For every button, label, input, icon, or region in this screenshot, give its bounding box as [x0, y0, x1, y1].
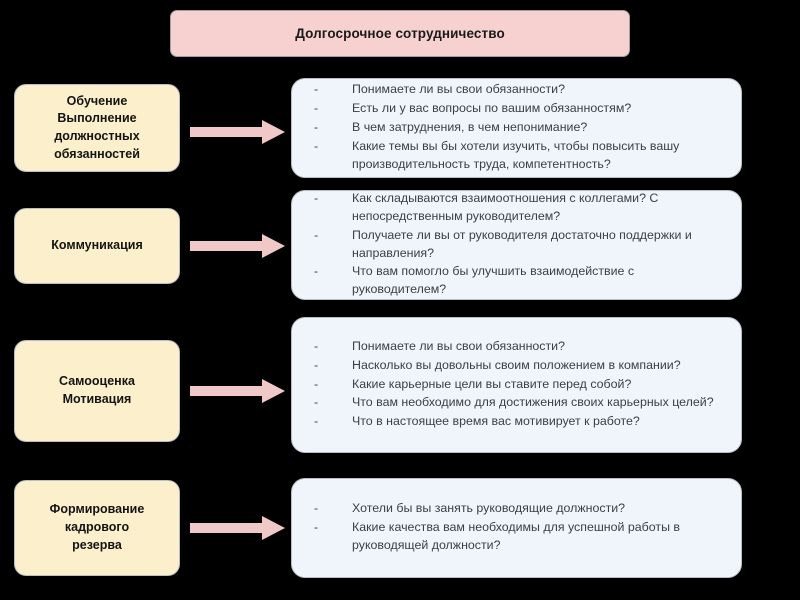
- arrow-icon-2: [190, 233, 286, 259]
- question-list-2: - Как складываются взаимоотношения с кол…: [314, 190, 725, 300]
- arrow-icon-4: [190, 515, 286, 541]
- question-list-3: - Понимаете ли вы свои обязанности? - На…: [314, 338, 725, 432]
- question-text: Насколько вы довольны своим положением в…: [352, 357, 681, 372]
- category-label-4: Формирование кадрового резерва: [49, 502, 145, 552]
- bullet-marker: -: [314, 414, 319, 429]
- content-box-1: - Понимаете ли вы свои обязанности? - Ес…: [291, 78, 742, 178]
- category-box-4: Формирование кадрового резерва: [14, 480, 180, 576]
- content-box-2: - Как складываются взаимоотношения с кол…: [291, 190, 742, 300]
- question-text: Какие качества вам необходимы для успешн…: [352, 520, 680, 552]
- list-item: - Что вам помогло бы улучшить взаимодейс…: [314, 263, 725, 299]
- list-item: - Понимаете ли вы свои обязанности?: [314, 338, 725, 356]
- question-text: Как складываются взаимоотношения с колле…: [352, 190, 659, 223]
- list-item: - Хотели бы вы занять руководящие должно…: [314, 500, 725, 518]
- diagram-title-text: Долгосрочное сотрудничество: [295, 26, 505, 41]
- question-text: Что вам помогло бы улучшить взаимодейств…: [352, 264, 635, 297]
- question-list-1: - Понимаете ли вы свои обязанности? - Ес…: [314, 81, 725, 174]
- question-list-4: - Хотели бы вы занять руководящие должно…: [314, 500, 725, 556]
- bullet-marker: -: [314, 138, 319, 153]
- bullet-marker: -: [314, 357, 319, 372]
- list-item: - Что вам необходимо для достижения свои…: [314, 394, 725, 412]
- question-text: Хотели бы вы занять руководящие должност…: [352, 501, 626, 516]
- list-item: - В чем затруднения, в чем непонимание?: [314, 119, 725, 137]
- bullet-marker: -: [314, 101, 319, 116]
- category-box-2: Коммуникация: [14, 208, 180, 284]
- question-text: Какие темы вы бы хотели изучить, чтобы п…: [352, 138, 680, 171]
- question-text: Понимаете ли вы свои обязанности?: [352, 338, 565, 353]
- category-label-3: Самооценка Мотивация: [59, 374, 135, 406]
- diagram-title-box: Долгосрочное сотрудничество: [170, 10, 630, 57]
- content-box-3: - Понимаете ли вы свои обязанности? - На…: [291, 317, 742, 453]
- bullet-marker: -: [314, 264, 319, 279]
- list-item: - Понимаете ли вы свои обязанности?: [314, 81, 725, 99]
- question-text: Что вам необходимо для достижения своих …: [352, 395, 714, 410]
- category-label-1: Обучение Выполнение должностных обязанно…: [54, 93, 140, 161]
- list-item: - Какие карьерные цели вы ставите перед …: [314, 376, 725, 394]
- bullet-marker: -: [314, 227, 319, 242]
- bullet-marker: -: [314, 376, 319, 391]
- list-item: - Получаете ли вы от руководителя достат…: [314, 227, 725, 263]
- question-text: Есть ли у вас вопросы по вашим обязаннос…: [352, 101, 632, 116]
- bullet-marker: -: [314, 338, 319, 353]
- bullet-marker: -: [314, 82, 319, 97]
- question-text: Получаете ли вы от руководителя достаточ…: [352, 227, 692, 260]
- bullet-marker: -: [314, 520, 319, 535]
- list-item: - Как складываются взаимоотношения с кол…: [314, 190, 725, 226]
- list-item: - Что в настоящее время вас мотивирует к…: [314, 413, 725, 431]
- bullet-marker: -: [314, 120, 319, 135]
- question-text: В чем затруднения, в чем непонимание?: [352, 120, 588, 135]
- category-label-2: Коммуникация: [51, 238, 143, 253]
- question-text: Понимаете ли вы свои обязанности?: [352, 82, 565, 97]
- bullet-marker: -: [314, 395, 319, 410]
- list-item: - Есть ли у вас вопросы по вашим обязанн…: [314, 100, 725, 118]
- list-item: - Какие качества вам необходимы для успе…: [314, 519, 725, 555]
- bullet-marker: -: [314, 190, 319, 205]
- category-box-3: Самооценка Мотивация: [14, 340, 180, 442]
- arrow-icon-1: [190, 119, 286, 145]
- question-text: Что в настоящее время вас мотивирует к р…: [352, 414, 640, 429]
- category-box-1: Обучение Выполнение должностных обязанно…: [14, 84, 180, 172]
- bullet-marker: -: [314, 501, 319, 516]
- question-text: Какие карьерные цели вы ставите перед со…: [352, 376, 632, 391]
- arrow-icon-3: [190, 378, 286, 404]
- list-item: - Какие темы вы бы хотели изучить, чтобы…: [314, 138, 725, 174]
- list-item: - Насколько вы довольны своим положением…: [314, 357, 725, 375]
- content-box-4: - Хотели бы вы занять руководящие должно…: [291, 478, 742, 578]
